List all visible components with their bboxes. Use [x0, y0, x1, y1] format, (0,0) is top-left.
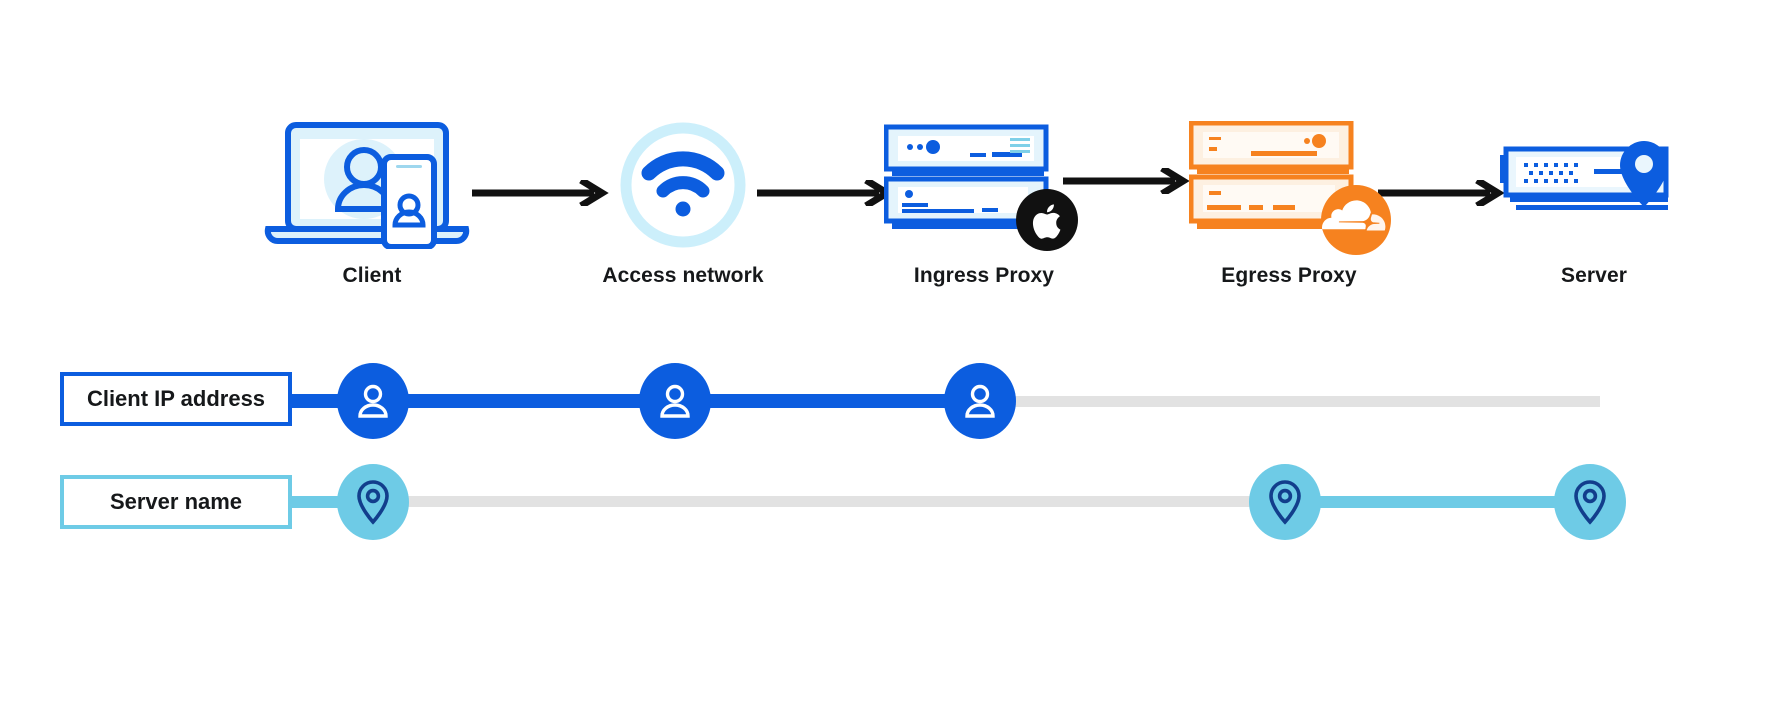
- user-icon: [660, 384, 690, 418]
- node-client-label: Client: [342, 264, 402, 287]
- server-pin-icon: [1494, 120, 1694, 250]
- server-name-label: Server name: [109, 489, 243, 514]
- node-server: Server: [1484, 120, 1704, 288]
- node-egress-proxy: Egress Proxy: [1179, 120, 1399, 288]
- client-ip-marker-client[interactable]: [337, 363, 409, 439]
- map-pin-icon: [1574, 480, 1606, 525]
- server-name-marker-client[interactable]: [337, 464, 409, 540]
- server-name-marker-egress-proxy[interactable]: [1249, 464, 1321, 540]
- server-stack-icon: [884, 120, 1084, 251]
- arrow-egress-to-server: [1378, 177, 1508, 209]
- laptop-phone-user-icon: [264, 120, 480, 250]
- server-name-marker-server[interactable]: [1554, 464, 1626, 540]
- node-client: Client: [262, 120, 482, 288]
- map-pin-icon: [1269, 480, 1301, 525]
- node-server-label: Server: [1561, 264, 1627, 287]
- client-ip-address-box[interactable]: Client IP address: [60, 372, 292, 426]
- node-ingress-proxy-label: Ingress Proxy: [913, 264, 1055, 287]
- arrow-client-to-access: [472, 177, 612, 209]
- server-stack-orange-icon: [1189, 120, 1391, 255]
- map-pin-icon: [357, 480, 389, 525]
- arrow-ingress-to-egress: [1063, 165, 1193, 197]
- cloudflare-logo-icon: [1321, 185, 1391, 260]
- server-name-inactive-track: [400, 496, 1300, 507]
- node-egress-proxy-label: Egress Proxy: [1221, 264, 1357, 287]
- apple-logo-icon: [1016, 189, 1078, 256]
- user-icon: [358, 384, 388, 418]
- node-ingress-proxy: Ingress Proxy: [874, 120, 1094, 288]
- wifi-circle-icon: [619, 120, 747, 250]
- client-ip-marker-ingress-proxy[interactable]: [944, 363, 1016, 439]
- server-name-box[interactable]: Server name: [60, 475, 292, 529]
- node-access-network-label: Access network: [602, 264, 764, 287]
- client-ip-marker-access-network[interactable]: [639, 363, 711, 439]
- client-ip-address-label: Client IP address: [86, 386, 266, 411]
- server-name-active-track: [1270, 496, 1610, 508]
- user-icon: [965, 384, 995, 418]
- node-access-network: Access network: [573, 120, 793, 288]
